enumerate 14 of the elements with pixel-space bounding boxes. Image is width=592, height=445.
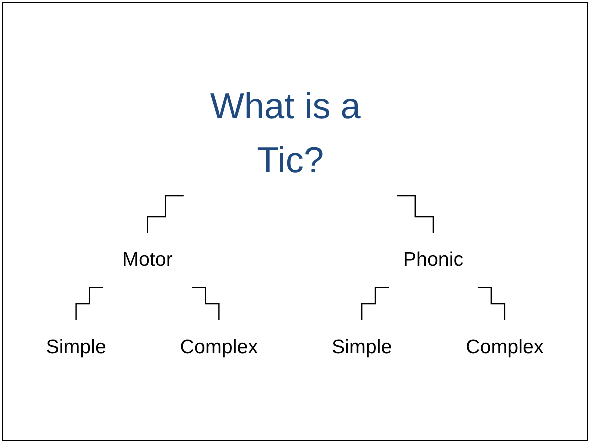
node-text: Simple bbox=[46, 336, 106, 359]
node-text: What is a Tic? bbox=[210, 86, 361, 182]
connector bbox=[478, 287, 506, 322]
connector bbox=[397, 196, 434, 234]
slide-frame: What is a Tic? Motor Phonic Simple Complex Simple Complex bbox=[2, 2, 588, 441]
connector bbox=[147, 196, 184, 234]
node-text: Motor bbox=[122, 249, 173, 272]
node-text: Complex bbox=[466, 336, 544, 359]
node-text: Simple bbox=[332, 336, 392, 359]
connector bbox=[76, 287, 104, 322]
node-text: Complex bbox=[180, 336, 258, 359]
connector bbox=[361, 287, 389, 322]
node-text: Phonic bbox=[403, 249, 464, 272]
connector bbox=[192, 287, 220, 322]
